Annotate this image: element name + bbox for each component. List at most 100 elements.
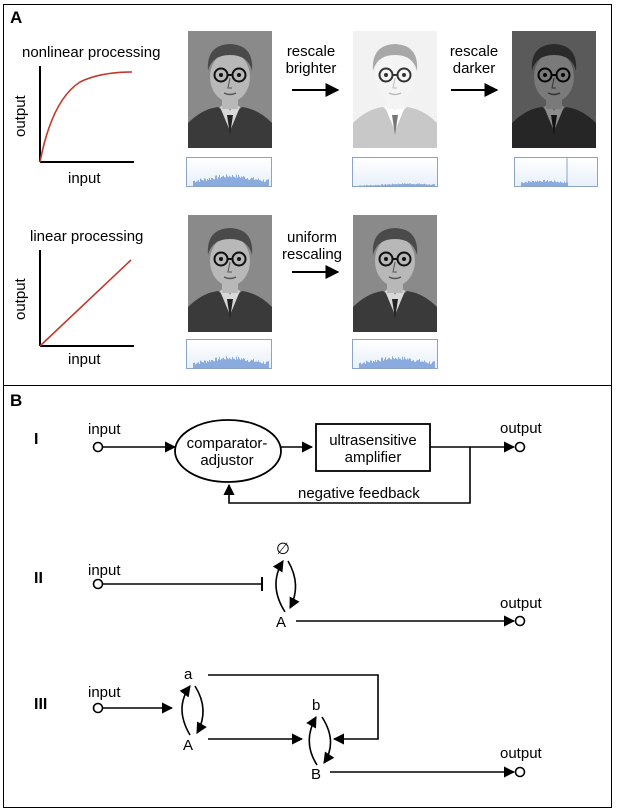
- histogram-bar: [215, 357, 216, 368]
- amplifier-line2: amplifier: [344, 449, 402, 466]
- histogram-bar: [544, 179, 545, 186]
- panel-b: [3, 385, 612, 808]
- histogram-bar: [226, 356, 227, 368]
- histogram-bar: [415, 184, 416, 186]
- histogram-bar: [562, 182, 563, 186]
- histogram-bar: [434, 361, 435, 368]
- histogram-bar: [199, 181, 200, 186]
- histogram-bar: [253, 177, 254, 186]
- histogram-bar: [361, 185, 362, 186]
- histogram-bar: [534, 182, 535, 186]
- nonlinear-plot: [39, 66, 134, 163]
- histogram-bar: [245, 360, 246, 368]
- histogram-bar: [217, 178, 218, 186]
- histogram-bar: [233, 358, 234, 368]
- histogram-bar: [396, 358, 397, 368]
- histogram-bar: [264, 182, 265, 186]
- histogram-bar: [371, 184, 372, 186]
- histogram-bar: [372, 185, 373, 186]
- histogram-bar: [240, 177, 241, 186]
- histogram-bar: [256, 361, 257, 368]
- histogram-bar: [535, 181, 536, 186]
- histogram-bar: [203, 362, 204, 368]
- histogram-bar: [206, 362, 207, 368]
- histogram-bar: [425, 184, 426, 186]
- histogram-bar: [381, 357, 382, 368]
- histogram-bar: [365, 363, 366, 368]
- histogram-bar: [387, 358, 388, 368]
- histogram-bar: [401, 359, 402, 368]
- histogram-bar: [252, 360, 253, 368]
- histogram-bar: [532, 180, 533, 186]
- histogram-bar: [422, 361, 423, 368]
- histogram-bar: [421, 184, 422, 186]
- histogram-bar: [220, 359, 221, 368]
- histogram-bar: [235, 359, 236, 368]
- histogram-bar: [209, 359, 210, 368]
- histogram-bar: [195, 182, 196, 186]
- histogram-bar: [267, 179, 268, 186]
- histogram-bar: [560, 181, 561, 186]
- histogram-bar: [248, 361, 249, 368]
- histogram-bar: [538, 181, 539, 186]
- circuit-iii-node-b: B: [311, 766, 322, 783]
- histogram-bar: [369, 362, 370, 368]
- histogram-bar: [263, 179, 264, 186]
- histogram-bar: [360, 362, 361, 368]
- histogram-bar: [526, 181, 527, 186]
- histogram-bar: [424, 183, 425, 186]
- histogram-bar: [375, 184, 376, 186]
- histogram-bar: [255, 361, 256, 368]
- circuit-ii: [92, 560, 526, 627]
- histogram-bar: [433, 184, 434, 186]
- histogram-bar: [380, 361, 381, 368]
- histogram-bar: [219, 175, 220, 186]
- histogram-bar: [390, 184, 391, 186]
- circuit-ii-node-a: A: [276, 614, 287, 631]
- histogram-bar: [527, 182, 528, 186]
- histogram-bar: [231, 359, 232, 368]
- histogram-bar: [268, 361, 269, 368]
- histogram-bar: [244, 358, 245, 368]
- rescale-brighter-line1: rescale: [286, 43, 336, 60]
- histogram-bar: [234, 358, 235, 368]
- histogram-bar: [233, 176, 234, 186]
- circuit-iii-node-a: A: [183, 737, 194, 754]
- histogram-bar: [221, 358, 222, 368]
- histogram-bar: [364, 185, 365, 186]
- histogram-darker: [514, 157, 598, 187]
- histogram-bar: [245, 178, 246, 186]
- histogram-bar: [564, 181, 565, 186]
- histogram-brighter: [352, 157, 438, 187]
- histogram-bar: [430, 364, 431, 368]
- circuit-ii-input-label: input: [88, 562, 121, 579]
- histogram-bar: [207, 178, 208, 186]
- histogram-bar: [429, 361, 430, 368]
- histogram-bar: [433, 361, 434, 368]
- histogram-bar: [365, 185, 366, 186]
- panel-a-label: A: [10, 8, 23, 27]
- histogram-bar: [224, 359, 225, 368]
- null-node-label: ∅: [276, 541, 290, 558]
- uniform-rescaling-line2: rescaling: [281, 246, 343, 263]
- histogram-bar: [402, 356, 403, 368]
- rescale-darker-line1: rescale: [449, 43, 499, 60]
- histogram-bar: [559, 182, 560, 186]
- histogram-bar: [208, 179, 209, 186]
- histogram-bar: [227, 176, 228, 186]
- histogram-bar: [431, 184, 432, 186]
- nonlinear-title: nonlinear processing: [22, 44, 161, 61]
- histogram-bar: [202, 362, 203, 368]
- histogram-bar: [414, 184, 415, 186]
- histogram-bar: [252, 178, 253, 186]
- histogram-bar: [404, 183, 405, 186]
- histogram-bar: [266, 179, 267, 186]
- comparator-adjustor-label: comparator- adjustor: [176, 435, 278, 469]
- histogram-bar: [537, 180, 538, 186]
- histogram-bar: [546, 181, 547, 186]
- histogram-bar: [364, 362, 365, 368]
- histogram-bar: [419, 359, 420, 368]
- histogram-bar: [377, 184, 378, 186]
- histogram-bar: [226, 174, 227, 186]
